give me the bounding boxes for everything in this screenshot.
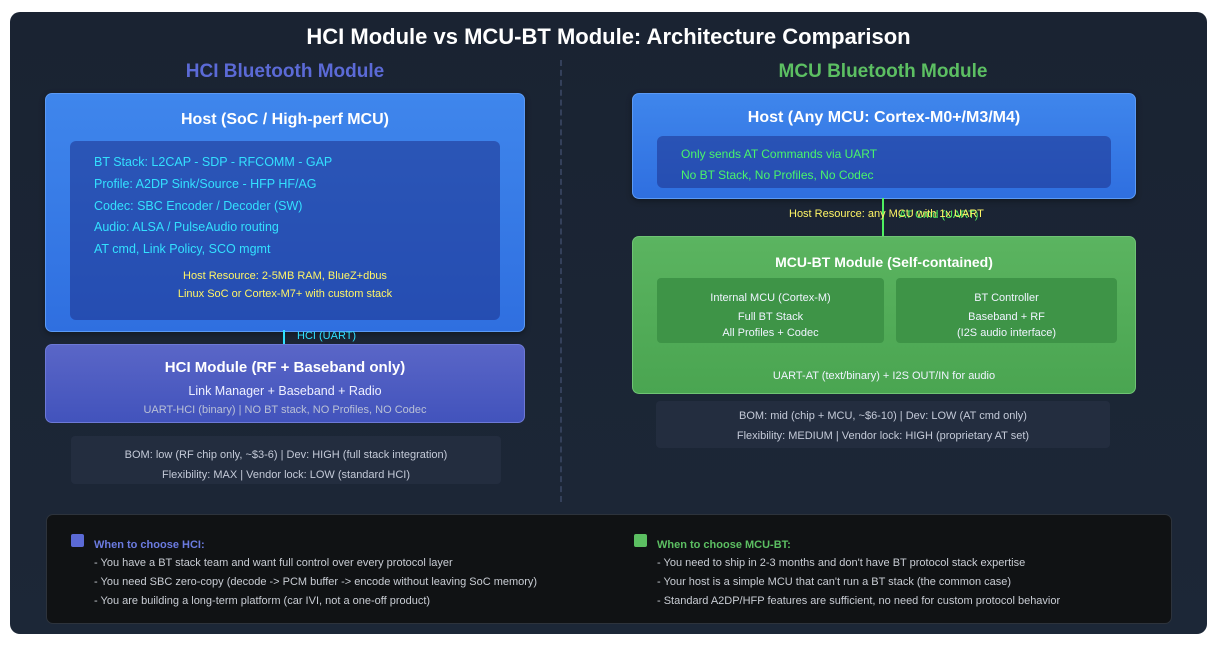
mcu-guidance-item: - Your host is a simple MCU that can't r… [657,576,1012,588]
hci-stat-flex: Flexibility: MAX | Vendor lock: LOW (sta… [162,469,410,481]
mcu-host-panel: Only sends AT Commands via UART No BT St… [657,136,1111,188]
mcu-link-line [882,198,884,236]
internal-mcu-line: Full BT Stack [737,311,804,323]
mcu-guidance-item: - You need to ship in 2-3 months and don… [657,557,1026,569]
bt-controller-line: (I2S audio interface) [956,327,1057,339]
hci-guidance-item: - You need SBC zero-copy (decode -> PCM … [94,576,538,588]
hci-legend-square [71,534,84,547]
hci-stack-line: BT Stack: L2CAP - SDP - RFCOMM - GAP [94,155,333,169]
column-divider [560,60,562,502]
hci-guidance-title: When to choose HCI: [94,539,205,551]
mcu-host-line: No BT Stack, No Profiles, No Codec [681,168,874,182]
hci-module-box: HCI Module (RF + Baseband only) Link Man… [45,344,525,423]
mcu-module-note: UART-AT (text/binary) + I2S OUT/IN for a… [772,370,996,382]
hci-stack-line: Audio: ALSA / PulseAudio routing [94,220,279,234]
mcu-guidance-title: When to choose MCU-BT: [657,539,791,551]
hci-stat-bom: BOM: low (RF chip only, ~$3-6) | Dev: HI… [124,449,448,461]
hci-host-title: Host (SoC / High-perf MCU) [181,111,389,128]
mcu-host-title: Host (Any MCU: Cortex-M0+/M3/M4) [747,109,1021,126]
hci-module-note: UART-HCI (binary) | NO BT stack, NO Prof… [143,404,427,416]
internal-mcu-title: Internal MCU (Cortex-M) [710,292,831,304]
mcu-stat-flex: Flexibility: MEDIUM | Vendor lock: HIGH … [736,430,1030,442]
hci-host-box: Host (SoC / High-perf MCU) BT Stack: L2C… [45,93,525,332]
hci-link-line [283,330,285,344]
mcu-guidance-item: - Standard A2DP/HFP features are suffici… [657,595,1061,607]
hci-stack-line: AT cmd, Link Policy, SCO mgmt [94,242,271,256]
hci-stats-panel: BOM: low (RF chip only, ~$3-6) | Dev: HI… [71,436,501,484]
bt-controller-panel: BT Controller Baseband + RF (I2S audio i… [896,278,1117,343]
diagram-canvas: HCI Module vs MCU-BT Module: Architectur… [10,12,1207,634]
mcu-module-box: MCU-BT Module (Self-contained) Internal … [632,236,1136,394]
mcu-stat-bom: BOM: mid (chip + MCU, ~$6-10) | Dev: LOW… [739,410,1027,422]
hci-stack-line: Codec: SBC Encoder / Decoder (SW) [94,199,303,213]
hci-host-stack-panel: BT Stack: L2CAP - SDP - RFCOMM - GAP Pro… [70,141,500,320]
hci-host-resource: Host Resource: 2-5MB RAM, BlueZ+dbus [183,270,387,282]
hci-host-platform: Linux SoC or Cortex-M7+ with custom stac… [177,288,393,300]
hci-guidance-item: - You are building a long-term platform … [94,595,431,607]
mcu-legend-square [634,534,647,547]
mcu-column-heading: MCU Bluetooth Module [778,61,988,82]
mcu-module-title: MCU-BT Module (Self-contained) [775,254,993,270]
hci-module-subtitle: Link Manager + Baseband + Radio [188,384,382,398]
mcu-host-box: Host (Any MCU: Cortex-M0+/M3/M4) Only se… [632,93,1136,199]
hci-module-title: HCI Module (RF + Baseband only) [164,359,406,376]
hci-stack-line: Profile: A2DP Sink/Source - HFP HF/AG [94,177,317,191]
mcu-host-line: Only sends AT Commands via UART [681,147,878,161]
hci-column-heading: HCI Bluetooth Module [185,61,385,82]
bt-controller-line: Baseband + RF [968,311,1045,323]
mcu-link-label: AT Cmd (UART) [899,209,979,221]
internal-mcu-line: All Profiles + Codec [722,327,819,339]
mcu-host-resource: Host Resource: any MCU with 1x UART [789,208,984,220]
hci-link-label: HCI (UART) [297,330,357,342]
mcu-stats-panel: BOM: mid (chip + MCU, ~$6-10) | Dev: LOW… [656,401,1110,448]
hci-guidance-item: - You have a BT stack team and want full… [94,557,453,569]
guidance-panel: When to choose HCI: - You have a BT stac… [46,514,1172,624]
bt-controller-title: BT Controller [974,292,1039,304]
internal-mcu-panel: Internal MCU (Cortex-M) Full BT Stack Al… [657,278,884,343]
diagram-title: HCI Module vs MCU-BT Module: Architectur… [306,24,911,49]
